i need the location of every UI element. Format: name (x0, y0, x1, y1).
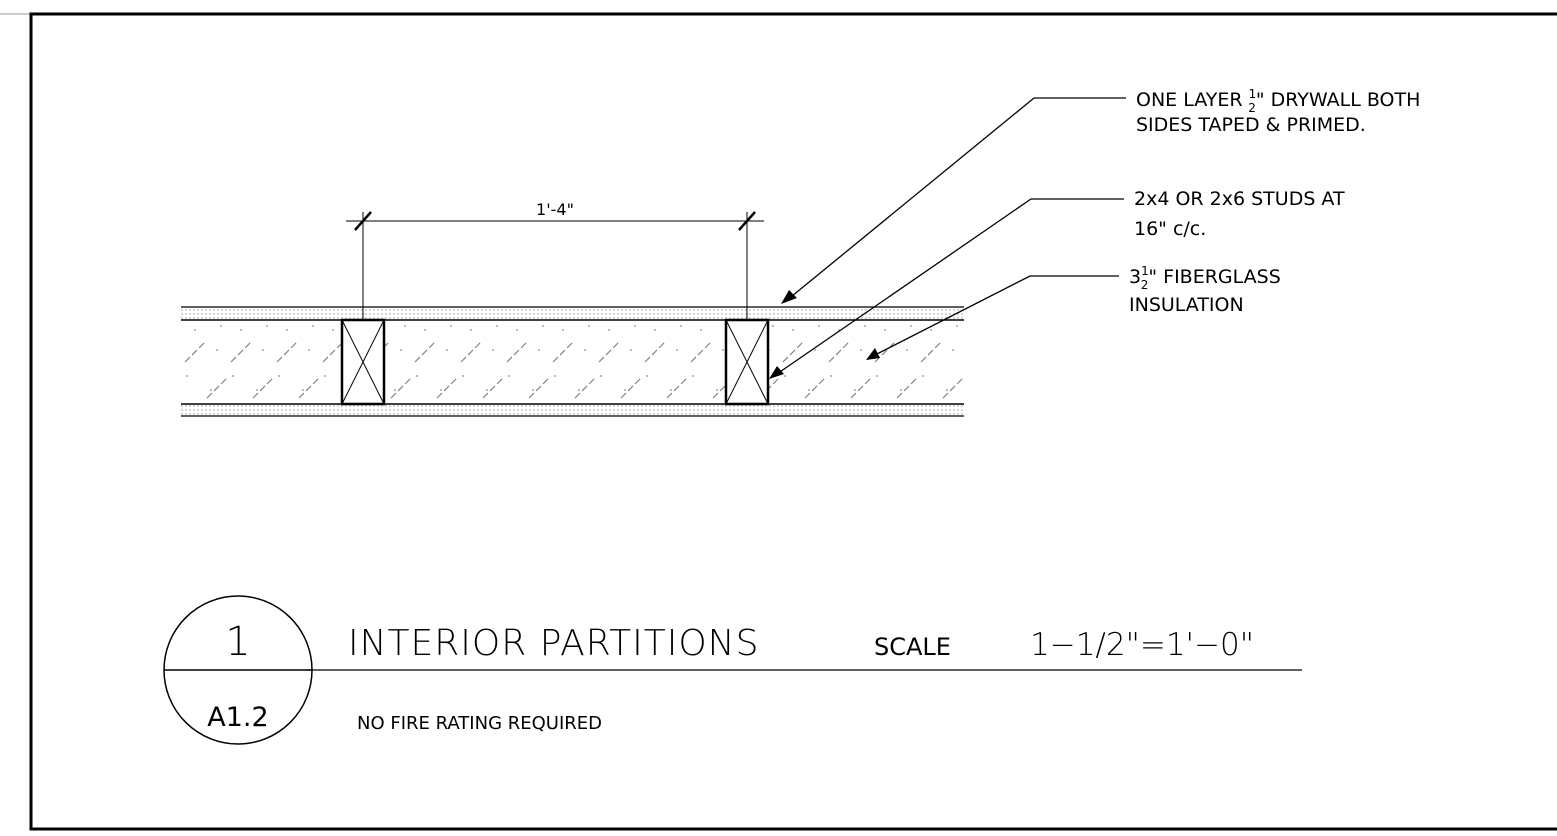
sheet-border (29, 12, 1557, 831)
detail-title-block: 1 A1.2 INTERIOR PARTITIONS SCALE 1−1/2"=… (163, 595, 1302, 745)
dimension-tick-right (738, 211, 756, 231)
drywall-note-fraction-denominator: 2 (1248, 101, 1256, 115)
arrowhead-studs (769, 366, 784, 379)
stud-left (340, 318, 386, 406)
callout-studs: 2x4 OR 2x6 STUDS AT 16" c/c. (1134, 188, 1345, 240)
insulation-core (181, 320, 964, 404)
sheet-number: A1.2 (207, 702, 268, 733)
stud-right (724, 318, 770, 406)
insulation-note-fraction-numerator: 1 (1141, 264, 1149, 278)
scale-value: 1−1/2"=1'−0" (1030, 627, 1254, 663)
svg-text:ONE LAYER 12" DRYWALL BOTH: ONE LAYER 12" DRYWALL BOTH (1136, 87, 1420, 115)
scale-label: SCALE (874, 633, 951, 661)
drawing-subtitle: NO FIRE RATING REQUIRED (357, 713, 602, 734)
leader-insulation (872, 275, 1119, 357)
arrowhead-insulation (866, 348, 880, 360)
insulation-note-line2: INSULATION (1129, 294, 1244, 316)
studs-note-line2: 16" c/c. (1134, 218, 1206, 240)
drawing-title: INTERIOR PARTITIONS (348, 623, 759, 664)
detail-number: 1 (225, 619, 250, 665)
drywall-note-prefix: ONE LAYER (1136, 89, 1249, 111)
arrowhead-drywall (781, 290, 797, 304)
svg-text:312" FIBERGLASS: 312" FIBERGLASS (1129, 264, 1281, 292)
drywall-note-fraction-numerator: 1 (1249, 87, 1257, 101)
dimension-label: 1'-4" (536, 200, 574, 219)
drywall-note-line2: SIDES TAPED & PRIMED. (1136, 114, 1366, 136)
drywall-bottom-layer (181, 404, 964, 416)
dimension-tick-left (354, 211, 372, 231)
studs-note-line1: 2x4 OR 2x6 STUDS AT (1134, 188, 1345, 210)
leaders (769, 97, 1126, 379)
leader-studs (773, 198, 1124, 377)
drywall-top-layer (181, 307, 964, 320)
wall-section (181, 306, 964, 417)
stud-spacing-dimension: 1'-4" (346, 200, 764, 320)
insulation-note-fraction-denominator: 2 (1141, 278, 1149, 292)
insulation-note-prefix: 3 (1129, 266, 1141, 288)
leader-drywall (785, 97, 1126, 302)
drywall-note-suffix: " DRYWALL BOTH (1256, 89, 1421, 111)
insulation-note-suffix: " FIBERGLASS (1148, 266, 1280, 288)
